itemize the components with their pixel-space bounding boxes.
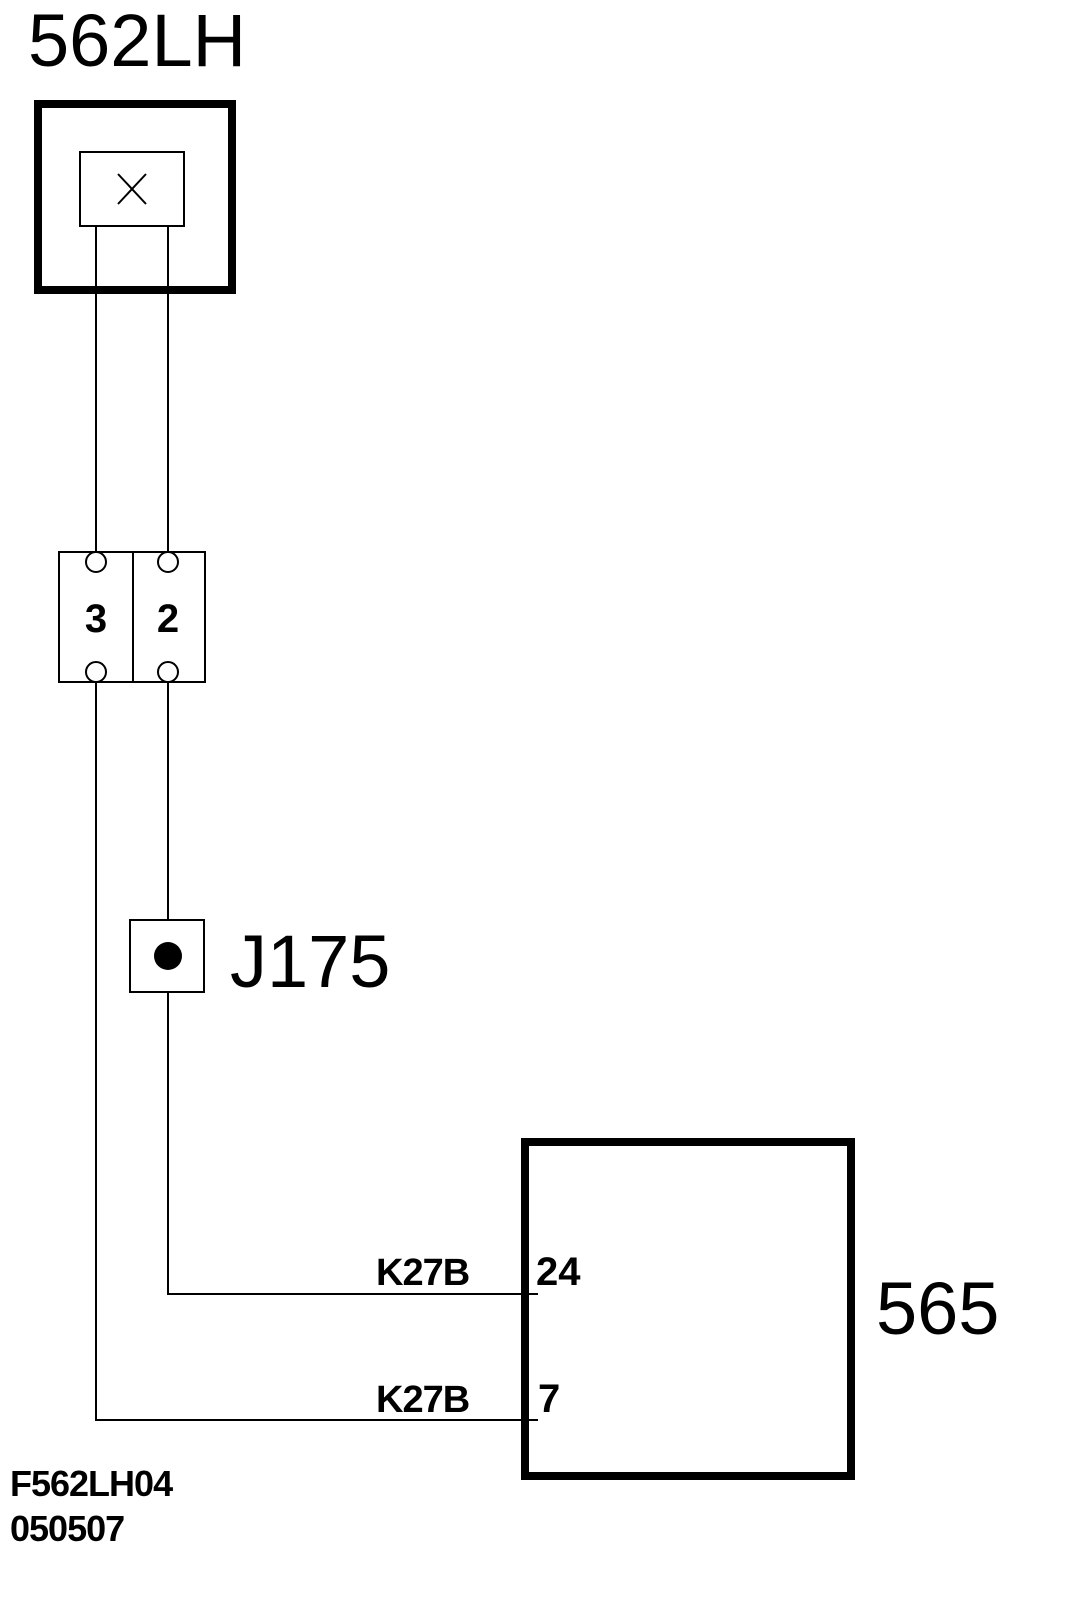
- wire-code-pin24: K27B: [376, 1252, 469, 1294]
- diagram-code: F562LH04: [10, 1463, 173, 1504]
- connector-pin2-label: 2: [157, 597, 179, 641]
- component-562lh-inner-box: [79, 151, 185, 227]
- module-565-label: 565: [876, 1267, 999, 1350]
- component-562lh-label: 562LH: [28, 0, 246, 82]
- junction-dot-icon: [154, 942, 182, 970]
- diagram-date: 050507: [10, 1508, 124, 1549]
- module-565-box: [521, 1138, 855, 1480]
- component-562lh-box: [34, 100, 236, 294]
- wire-junction-to-module-pin24: [167, 992, 538, 1295]
- connector-block: 3 2: [58, 551, 206, 683]
- cross-icon: [117, 173, 147, 205]
- connector-pin2-bottom-terminal: [157, 661, 179, 683]
- module-pin24-label: 24: [536, 1250, 581, 1294]
- junction-j175-label: J175: [230, 920, 390, 1003]
- wire-code-pin7: K27B: [376, 1379, 469, 1421]
- connector-pin3-bottom-terminal: [85, 661, 107, 683]
- module-pin7-label: 7: [538, 1377, 560, 1421]
- connector-pin2-top-terminal: [157, 551, 179, 573]
- connector-pin3-label: 3: [85, 597, 107, 641]
- connector-pin3-top-terminal: [85, 551, 107, 573]
- wire-pin3-to-module-pin7: [95, 682, 538, 1421]
